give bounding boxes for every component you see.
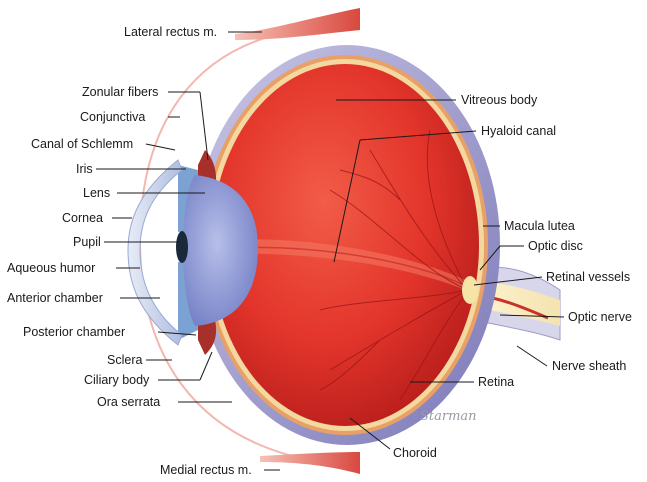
label-sclera: Sclera <box>107 353 142 367</box>
label-optic-nerve: Optic nerve <box>568 310 632 324</box>
label-macula-lutea: Macula lutea <box>504 219 575 233</box>
label-vitreous-body: Vitreous body <box>461 93 538 107</box>
label-lateral-rectus: Lateral rectus m. <box>124 25 217 39</box>
lateral-rectus-muscle <box>235 8 360 40</box>
label-retinal-vessels: Retinal vessels <box>546 270 630 284</box>
label-optic-disc: Optic disc <box>528 239 583 253</box>
label-ora-serrata: Ora serrata <box>97 395 160 409</box>
label-hyaloid-canal: Hyaloid canal <box>481 124 556 138</box>
label-posterior-chamber: Posterior chamber <box>23 325 125 339</box>
medial-rectus-muscle <box>260 452 360 474</box>
label-iris: Iris <box>76 162 93 176</box>
label-ciliary-body: Ciliary body <box>84 373 150 387</box>
label-retina: Retina <box>478 375 514 389</box>
pupil-shape <box>176 231 188 263</box>
optic-disc-shape <box>462 276 478 304</box>
label-cornea: Cornea <box>62 211 103 225</box>
cornea-shape <box>128 160 182 345</box>
label-medial-rectus: Medial rectus m. <box>160 463 252 477</box>
label-pupil: Pupil <box>73 235 101 249</box>
label-choroid: Choroid <box>393 446 437 460</box>
label-anterior-chamber: Anterior chamber <box>7 291 103 305</box>
label-aqueous-humor: Aqueous humor <box>7 261 95 275</box>
label-nerve-sheath: Nerve sheath <box>552 359 626 373</box>
label-canal-of-schlemm: Canal of Schlemm <box>31 137 133 151</box>
label-lens: Lens <box>83 186 110 200</box>
label-conjunctiva: Conjunctiva <box>80 110 145 124</box>
artist-signature: Starman <box>420 409 477 424</box>
label-zonular-fibers: Zonular fibers <box>82 85 158 99</box>
